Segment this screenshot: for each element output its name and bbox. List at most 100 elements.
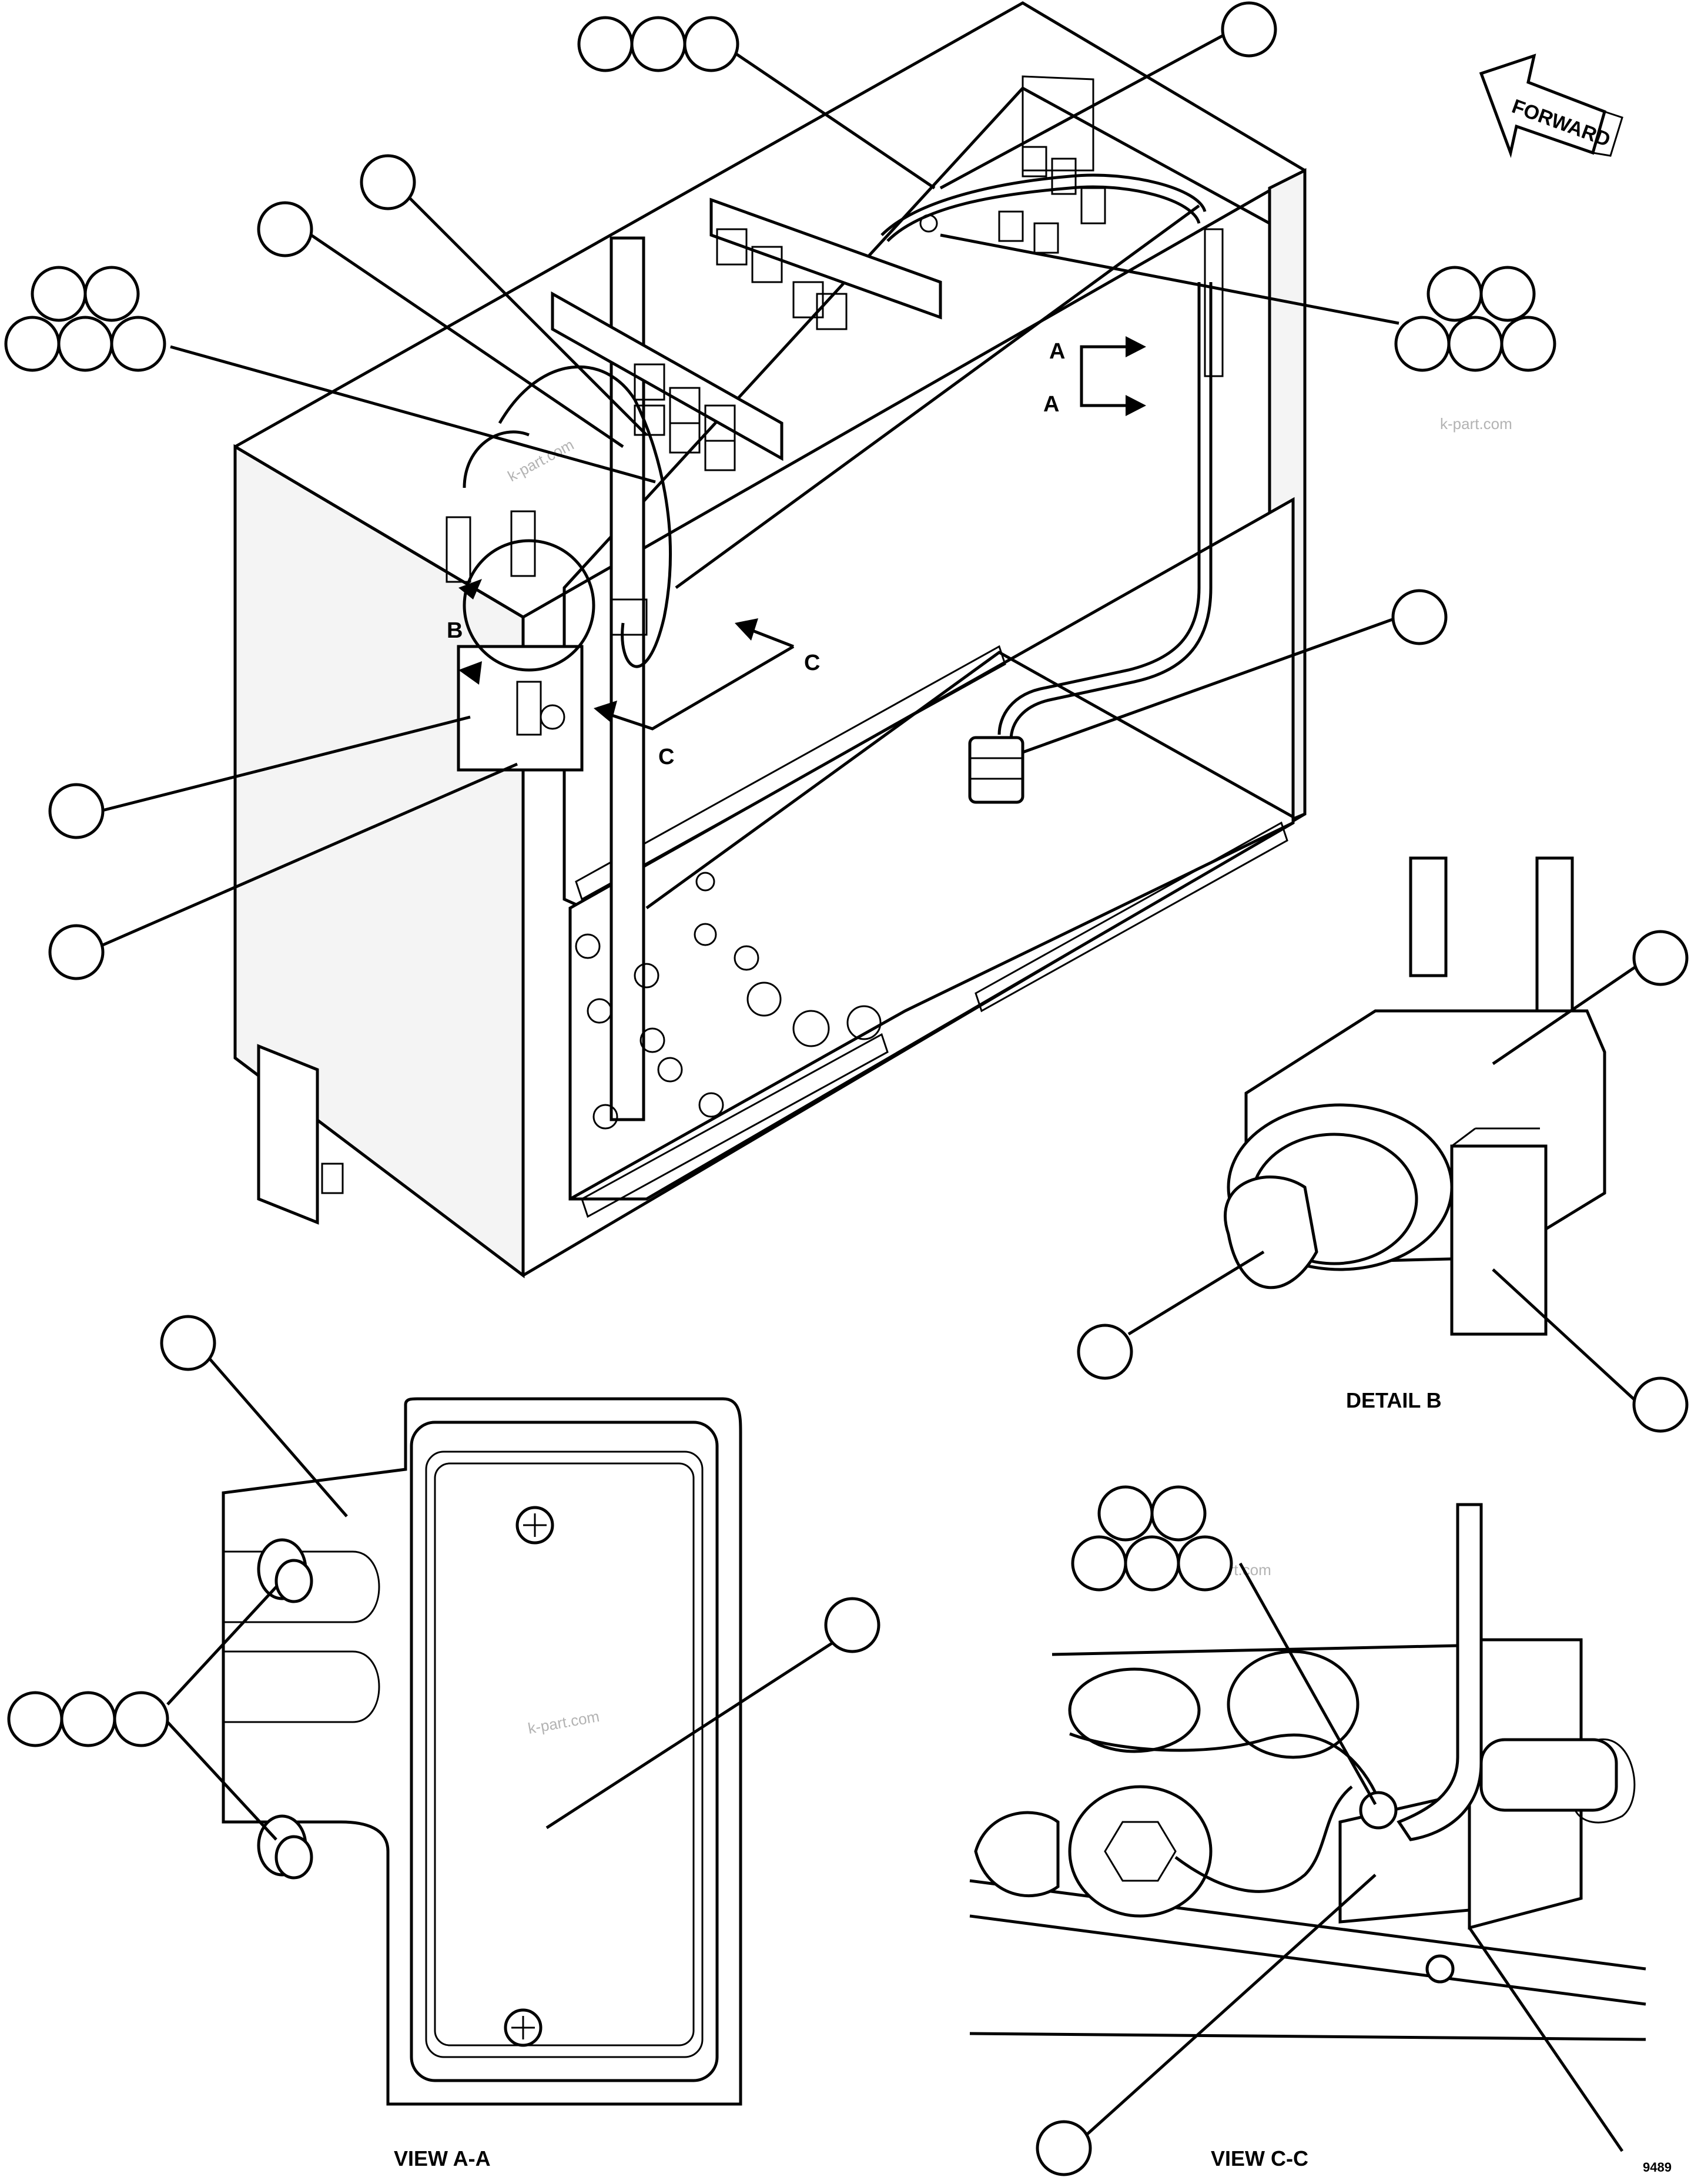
callout-group-right-five xyxy=(1394,266,1556,372)
section-a-label-1: A xyxy=(1049,339,1065,364)
side-door-panel xyxy=(257,1044,344,1225)
view-cc-hose-2 xyxy=(1174,1786,1353,1893)
callout-view-aa-cover xyxy=(824,1597,880,1653)
view-cc-fitting xyxy=(1359,1791,1398,1830)
drawing-number: 9489 xyxy=(1643,2160,1672,2175)
callout-group-view-cc-five xyxy=(1071,1485,1233,1592)
view-cc-bracket-edge xyxy=(1468,1927,1624,2152)
callout-bubble xyxy=(1427,266,1483,322)
view-cc: k-part.com VIEW C-C 9489 xyxy=(969,1503,1672,2175)
arrow-c-upper xyxy=(735,618,758,641)
callout-top-single xyxy=(1221,1,1277,58)
detail-b-stud-right xyxy=(1535,856,1574,1024)
callout-bubble xyxy=(1150,1485,1207,1542)
callout-bubble xyxy=(630,16,687,72)
harness-top-loop xyxy=(880,173,1207,236)
floor-rail-back xyxy=(645,651,1294,910)
view-aa-plate-notch-upper xyxy=(223,1550,380,1623)
upper-rail-left xyxy=(551,291,783,461)
callout-bubble xyxy=(1124,1535,1180,1592)
harness-left-loop xyxy=(498,365,672,668)
view-cc-gauge-nut xyxy=(1104,1821,1177,1882)
callout-detail-b-toggle xyxy=(1077,1324,1133,1380)
view-aa: k-part.com VIEW A-A xyxy=(222,1397,742,2170)
section-c-label-2: C xyxy=(658,745,674,769)
callout-bubble xyxy=(83,266,140,322)
callout-detail-b-top xyxy=(1632,930,1689,986)
view-cc-lanyard xyxy=(1574,1739,1636,1824)
callout-bubble xyxy=(57,316,113,372)
detail-b-stud-left xyxy=(1409,856,1448,977)
callout-bubble xyxy=(1479,266,1536,322)
view-aa-plate-notch-lower xyxy=(223,1650,380,1723)
callout-group-left-five xyxy=(4,266,166,372)
view-cc-upper-valve xyxy=(1068,1667,1201,1753)
view-cc-cable xyxy=(1397,1503,1483,1841)
callout-bracket-upper xyxy=(48,783,105,839)
enclosure-top-bracket xyxy=(1022,75,1094,172)
callout-bubble xyxy=(113,1691,169,1747)
callout-bracket-lower xyxy=(48,924,105,980)
arrow-a-lower xyxy=(1126,395,1146,416)
vertical-post xyxy=(610,236,645,1121)
detail-b-view: DETAIL B xyxy=(1224,856,1606,1412)
view-cc-label: VIEW C-C xyxy=(1211,2146,1308,2170)
detail-b-bracket xyxy=(1450,1144,1548,1336)
callout-bubble xyxy=(60,1691,116,1747)
callout-group-view-aa-studs xyxy=(7,1691,169,1747)
view-cc-bolt xyxy=(1425,1954,1455,1984)
harness-left-branch xyxy=(463,430,530,488)
callout-bubble xyxy=(1447,316,1504,372)
section-arrows xyxy=(458,336,1146,731)
callout-view-aa-bracket xyxy=(160,1315,216,1371)
upper-rail-right xyxy=(709,197,942,320)
floor-rail-front xyxy=(569,821,1294,1201)
bulkhead-connector xyxy=(968,736,1024,804)
main-enclosure-view: A A B C C k-part.com k-part.com xyxy=(233,1,1512,1279)
floor-channel-front xyxy=(581,1033,889,1218)
view-cc-knob xyxy=(974,1811,1060,1898)
view-cc-gauge xyxy=(1068,1785,1213,1918)
detail-b-label: DETAIL B xyxy=(1346,1388,1442,1412)
callout-bubble xyxy=(110,316,166,372)
arrow-b-lower xyxy=(458,661,482,685)
view-cc-rail-upper xyxy=(969,1879,1646,1971)
callout-bubble xyxy=(1500,316,1556,372)
section-b-label: B xyxy=(447,618,463,643)
arrow-a-upper xyxy=(1126,336,1146,357)
callout-bubble xyxy=(1394,316,1451,372)
callout-detail-b-bracket xyxy=(1632,1376,1689,1433)
callout-bubble xyxy=(577,16,634,72)
callout-bubble xyxy=(1097,1485,1154,1542)
callout-connector xyxy=(1391,589,1448,645)
view-cc-top-edge xyxy=(1052,1644,1458,1656)
view-aa-cover-panel xyxy=(434,1462,695,2046)
detail-b-toggle-lever xyxy=(1224,1175,1318,1289)
section-a-label-2: A xyxy=(1043,392,1059,417)
callout-bubble xyxy=(4,316,61,372)
view-aa-label: VIEW A-A xyxy=(394,2146,491,2170)
callout-cable-lower xyxy=(257,201,313,257)
callout-group-top-triple xyxy=(577,16,739,72)
view-cc-connector xyxy=(1479,1738,1618,1812)
callout-bubble xyxy=(1177,1535,1233,1592)
leader-lines xyxy=(99,28,1641,2141)
valve-cluster xyxy=(919,146,1224,377)
watermark-2: k-part.com xyxy=(1440,415,1512,433)
arrow-c-lower xyxy=(594,701,617,723)
terminal-blocks xyxy=(634,228,848,471)
view-cc-rail-middle xyxy=(969,1914,1646,2006)
callout-cable-upper xyxy=(360,154,416,210)
view-cc-rail-lower xyxy=(969,2032,1646,2041)
callout-bubbles xyxy=(4,1,1689,2176)
callout-bubble xyxy=(683,16,739,72)
callout-bubble xyxy=(1071,1535,1127,1592)
view-cc-sensor xyxy=(1227,1650,1360,1759)
floor-channel-upper xyxy=(575,645,1006,901)
forward-arrow: FORWARD xyxy=(1479,53,1623,158)
floor-fittings xyxy=(575,872,882,1130)
callout-bubble xyxy=(31,266,87,322)
callout-view-cc-bracket xyxy=(1036,2120,1092,2176)
